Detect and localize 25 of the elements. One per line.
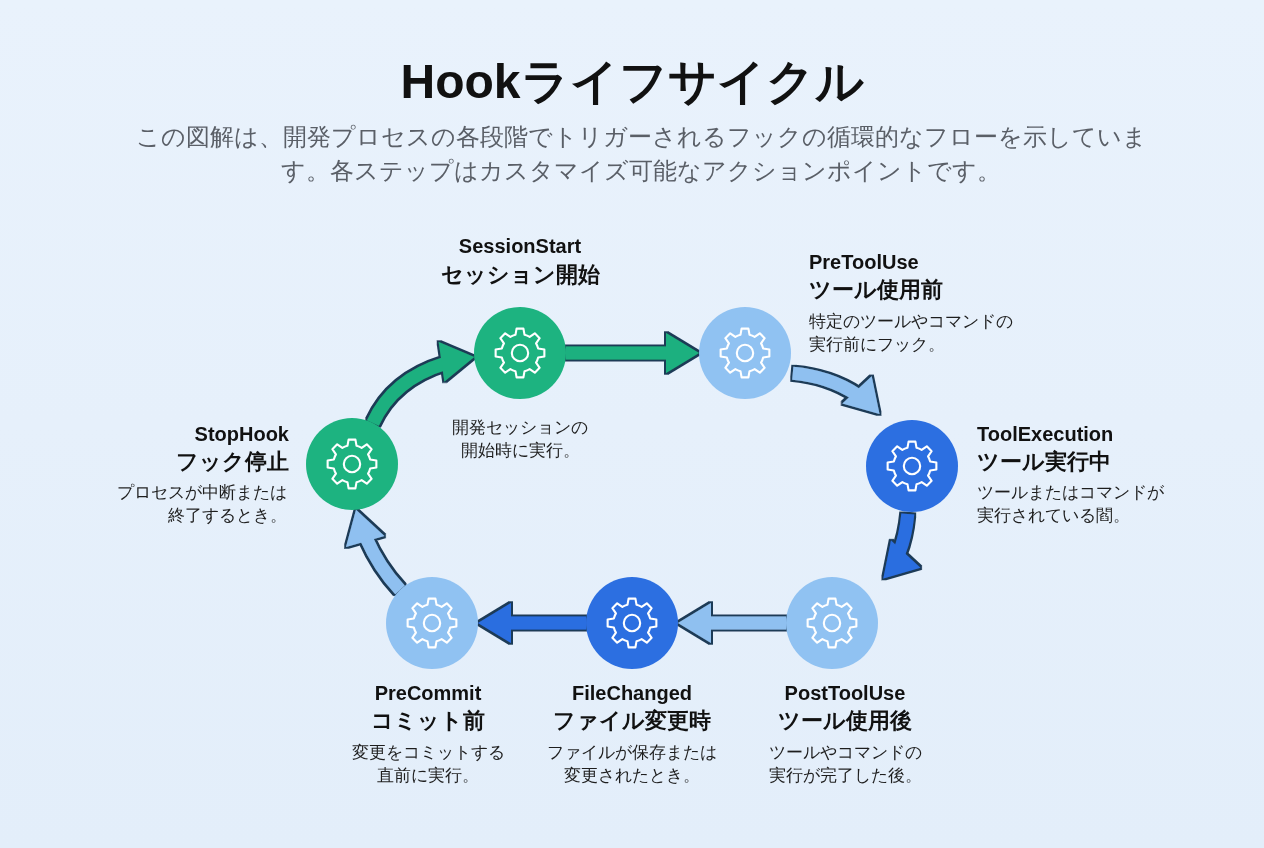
step-title: PreToolUse	[809, 250, 919, 275]
caption-text: この図解は、開発プロセスの各段階でトリガーされるフックの循環的なフローを示しています。各ステップはカスタマイズ可能なアクションポイントです。	[134, 122, 1148, 186]
step-subtitle: ツール使用前	[809, 276, 943, 304]
step-description: ツールまたはコマンドが実行されている閻。	[977, 482, 1165, 527]
step-description: ツールやコマンドの実行が完了した後。	[767, 742, 923, 787]
step-title: FileChanged	[572, 681, 692, 706]
step-title: PreCommit	[374, 681, 482, 706]
step-subtitle: ツール実行中	[977, 448, 1111, 476]
step-subtitle: セッション開始	[440, 261, 600, 289]
step-description: 変更をコミットする直前に実行。	[350, 742, 506, 787]
step-title: StopHook	[194, 422, 289, 447]
step-title: PostToolUse	[784, 681, 906, 706]
step-description: 特定のツールやコマンドの実行前にフック。	[809, 311, 1014, 356]
step-title: SessionStart	[458, 234, 582, 259]
diagram-title: Hookライフサイクル	[400, 54, 864, 110]
arrow	[346, 507, 405, 595]
step-subtitle: コミット前	[371, 707, 485, 735]
step-description: ファイルが保存または変更されたとき。	[546, 742, 718, 787]
arrow	[367, 342, 476, 426]
step-description: 開発セッションの開始時に実行。	[451, 417, 589, 462]
step-description: プロセスが中断または終了するとき。	[116, 482, 287, 527]
step-title: ToolExecution	[977, 422, 1114, 447]
step-subtitle: ツール使用後	[778, 707, 912, 735]
step-subtitle: ファイル変更時	[553, 707, 711, 735]
step-subtitle: フック停止	[176, 448, 289, 476]
